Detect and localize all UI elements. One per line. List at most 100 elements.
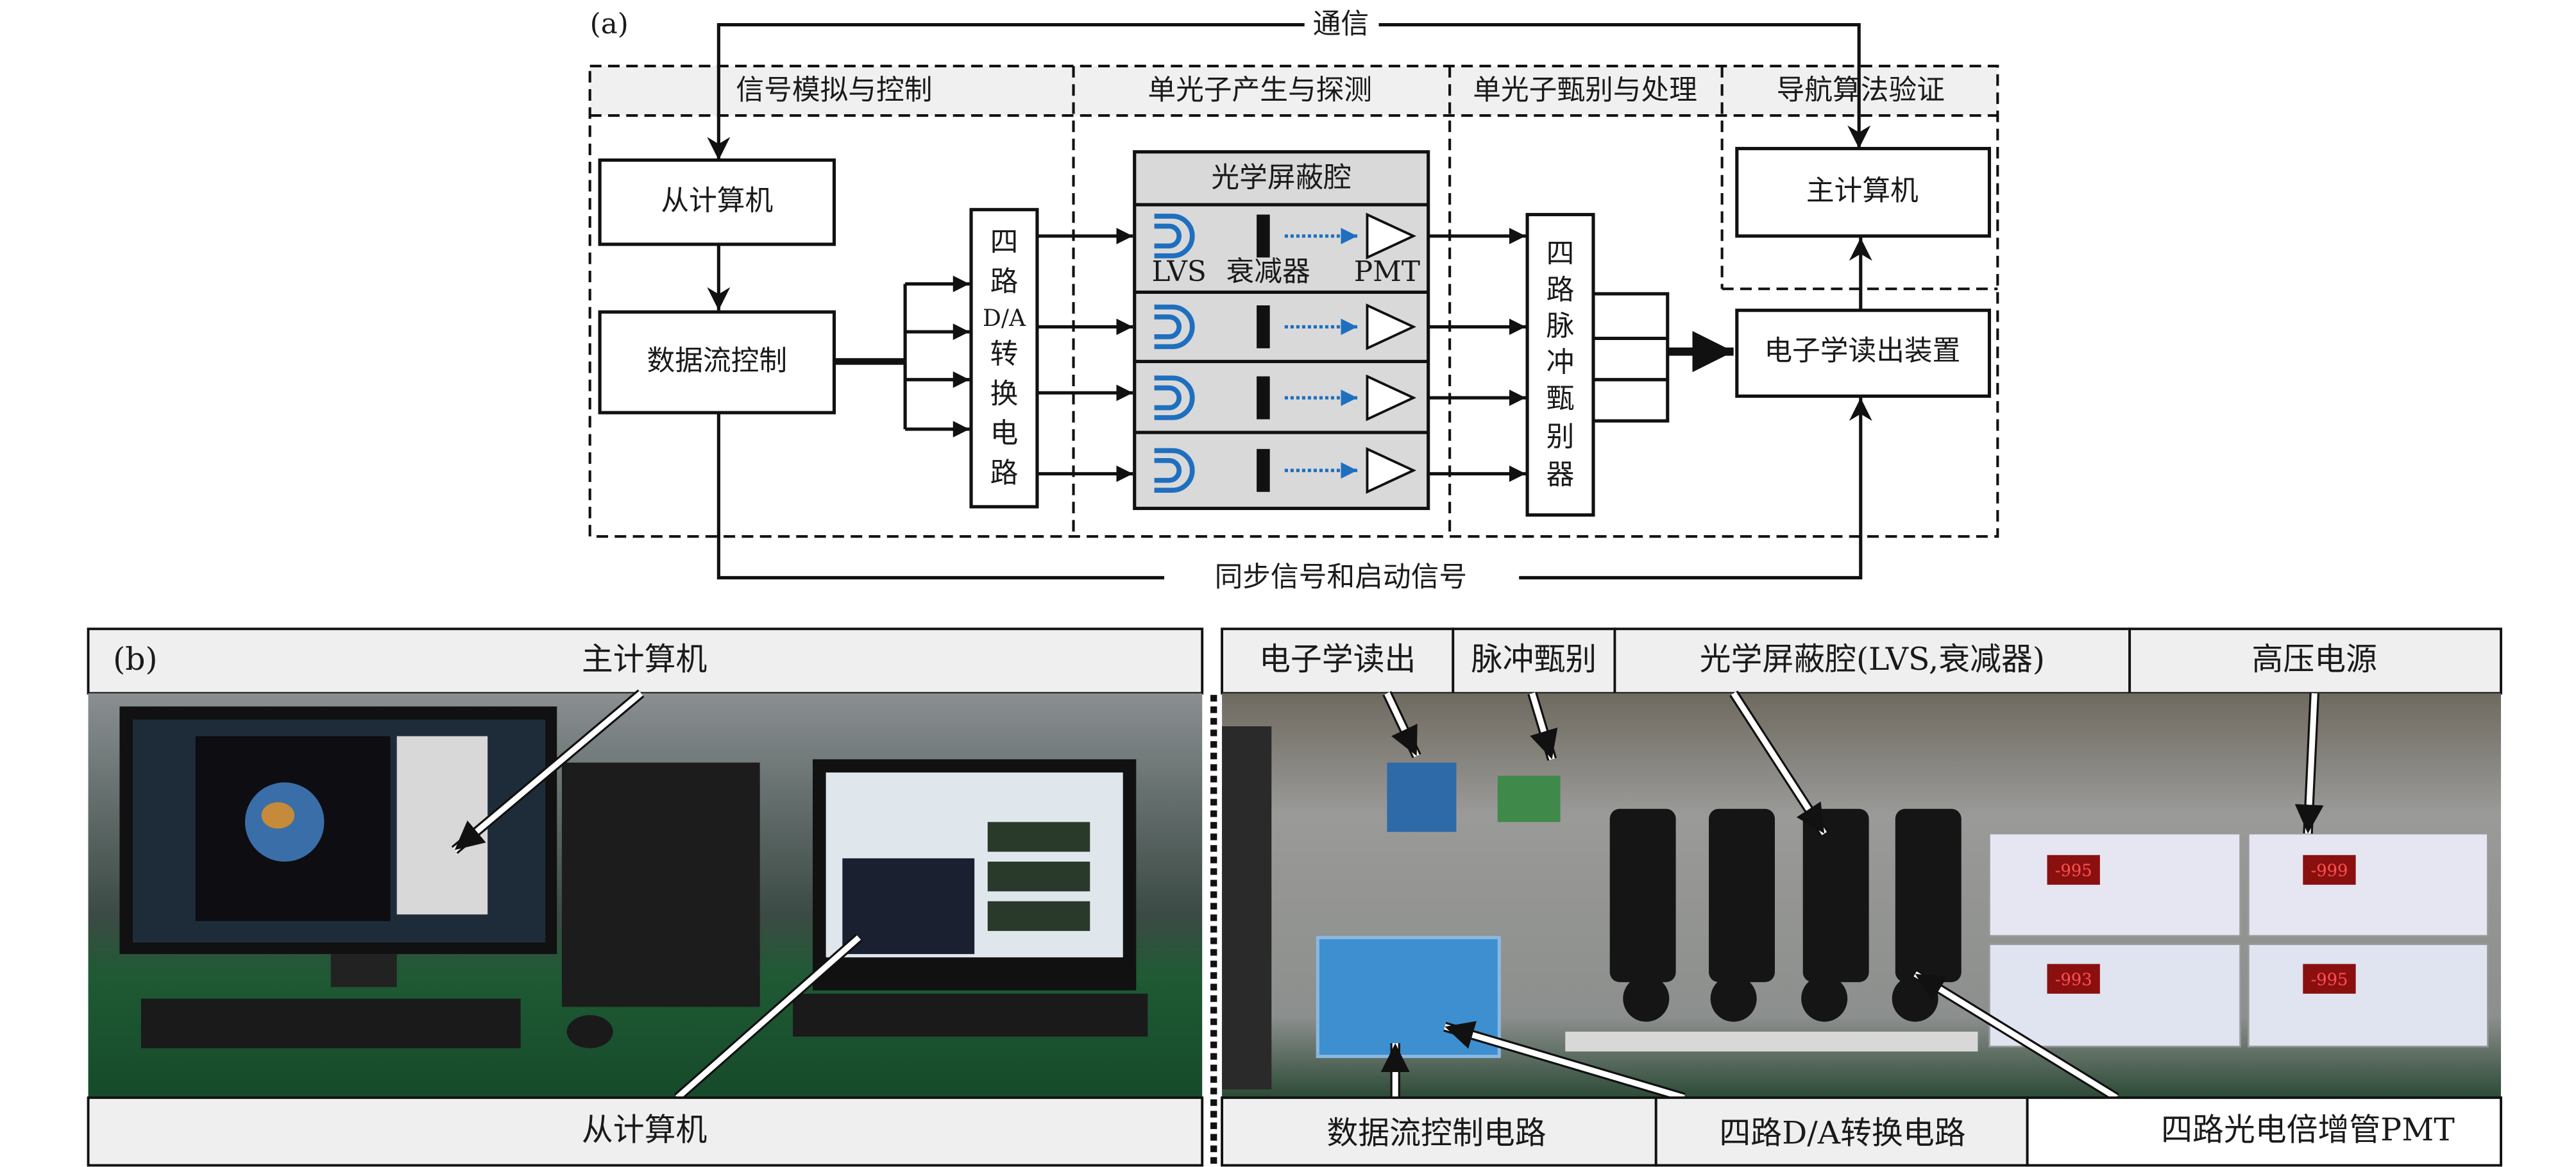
- master-computer-header: [87, 627, 1204, 695]
- section-signal-sim: 信号模拟与控制: [736, 74, 932, 106]
- panel-b-left: (b) 主计算机 从计算机: [87, 627, 1204, 1167]
- keyboard: [793, 993, 1148, 1037]
- lvs-icon: [1154, 304, 1195, 350]
- header-hv-label: 高压电源: [2252, 641, 2378, 677]
- lvs-label: LVS: [1152, 255, 1207, 288]
- hv-power-supplies: -995 -999 -993 -995: [1988, 832, 2489, 1048]
- svg-text:路: 路: [990, 457, 1019, 490]
- section-photon-disc: 单光子甄别与处理: [1473, 74, 1697, 106]
- header-readout: [1221, 627, 1455, 695]
- header-cavity: [1613, 627, 2131, 695]
- svg-text:路: 路: [1546, 273, 1575, 306]
- master-computer-header-label: 主计算机: [582, 641, 708, 677]
- sync-link-label: 同步信号和启动信号: [1215, 561, 1467, 593]
- pmt-icon: [1366, 447, 1417, 494]
- cavity-row: [1154, 303, 1417, 350]
- master-computer-label: 主计算机: [1806, 175, 1919, 207]
- cavity-rows: [1154, 212, 1417, 494]
- lab-setup-photo: -995 -999 -993 -995: [1222, 693, 2502, 1098]
- discriminator-label: 四 路 脉 冲 甄 别 器: [1546, 237, 1575, 491]
- da-converter-label: 四 路 D/A 转 换 电 路: [983, 226, 1026, 490]
- comm-link-label: 通信: [1313, 8, 1369, 40]
- cavity-row: [1154, 374, 1417, 422]
- callout-arrow: [1382, 691, 1421, 758]
- hv-display: -999: [2311, 861, 2348, 880]
- mouse: [566, 1015, 613, 1048]
- computers-photo: [88, 693, 1203, 1098]
- panel-a-label: (a): [590, 8, 629, 40]
- panel-b-right: 电子学读出 脉冲甄别 光学屏蔽腔(LVS,衰减器) 高压电源: [1221, 627, 2502, 1167]
- discriminator-board: [1497, 776, 1561, 822]
- footer-pmt-label: 四路光电倍增管PMT: [2161, 1111, 2455, 1148]
- svg-text:电: 电: [990, 417, 1019, 450]
- callout-arrow: [1729, 690, 1829, 837]
- footer-da: [1654, 1096, 2029, 1167]
- callout-arrows-left: [451, 689, 863, 1102]
- pmt-housings: [1609, 808, 1962, 1022]
- readout-box: [1735, 309, 1992, 398]
- data-flow-box: [1316, 935, 1501, 1059]
- pmt-icon: [1366, 374, 1417, 422]
- svg-text:转: 转: [990, 338, 1019, 371]
- comm-link-right: [1378, 23, 1871, 149]
- header-cavity-label: 光学屏蔽腔(LVS,衰减器): [1700, 641, 2045, 677]
- attenuator-icon: [1257, 448, 1270, 492]
- data-flow-control-box: [598, 310, 836, 414]
- svg-text:甄: 甄: [1546, 382, 1575, 415]
- svg-text:脉: 脉: [1546, 310, 1575, 343]
- attenuator-label: 衰减器: [1226, 255, 1310, 288]
- pmt-icon: [1366, 303, 1417, 350]
- cavity-row: [1154, 212, 1417, 260]
- section-photon-gen: 单光子产生与探测: [1148, 74, 1372, 106]
- slave-computer-label: 从计算机: [661, 184, 773, 217]
- data-flow-control-label: 数据流控制: [647, 345, 787, 377]
- footer-data-flow: [1221, 1096, 1657, 1167]
- da-input-arrows: [905, 275, 970, 438]
- discriminator-outputs: [1593, 292, 1734, 423]
- panel-b-label: (b): [113, 641, 157, 677]
- footer-data-flow-label: 数据流控制电路: [1326, 1115, 1546, 1152]
- callout-arrows-right: [1380, 690, 2324, 1103]
- keyboard: [140, 998, 521, 1048]
- optical-cavity-label: 光学屏蔽腔: [1211, 161, 1352, 194]
- sync-link-left: [716, 413, 1165, 580]
- footer-da-label: 四路D/A转换电路: [1719, 1115, 1965, 1152]
- hv-display: -993: [2055, 970, 2092, 989]
- pmt-label: PMT: [1354, 255, 1420, 288]
- cavity-row: [1154, 447, 1417, 494]
- da-output-arrows: [1037, 228, 1133, 482]
- header-readout-label: 电子学读出: [1259, 641, 1416, 677]
- callout-arrow: [1912, 969, 2119, 1102]
- footer-pmt: [2026, 1096, 2502, 1167]
- header-hv: [2128, 627, 2502, 695]
- callout-arrow: [2294, 693, 2324, 834]
- svg-text:别: 别: [1546, 420, 1575, 453]
- master-computer-box: [1735, 146, 1992, 238]
- cavity-output-arrows: [1428, 228, 1526, 482]
- svg-text:路: 路: [990, 266, 1019, 298]
- lvs-icon: [1154, 375, 1195, 420]
- callout-arrow: [1443, 1021, 1686, 1103]
- callout-arrow: [1527, 692, 1558, 761]
- da-converter-box: [969, 208, 1039, 509]
- readout-board: [1387, 762, 1457, 832]
- svg-text:换: 换: [990, 377, 1019, 410]
- discriminator-box: [1525, 212, 1595, 517]
- slave-computer-footer-label: 从计算机: [582, 1111, 708, 1148]
- attenuator-icon: [1257, 376, 1270, 420]
- attenuator-icon: [1257, 214, 1270, 258]
- hv-display: -995: [2311, 970, 2348, 989]
- lvs-icon: [1154, 214, 1195, 259]
- attenuator-icon: [1257, 305, 1270, 348]
- lvs-icon: [1154, 448, 1195, 493]
- section-nav-verify: 导航算法验证: [1777, 74, 1945, 106]
- section-header-band: [589, 65, 1998, 116]
- readout-label: 电子学读出装置: [1764, 335, 1960, 368]
- slave-computer-box: [598, 158, 836, 246]
- comm-link-left: [707, 23, 1305, 160]
- panel-a-block-diagram: (a) 信号模拟与控制 单光子产生与探测 单光子甄别与处理 导航算法验证 通信 …: [588, 8, 1999, 593]
- pc-tower: [561, 762, 760, 1007]
- slave-computer-footer: [87, 1096, 1204, 1167]
